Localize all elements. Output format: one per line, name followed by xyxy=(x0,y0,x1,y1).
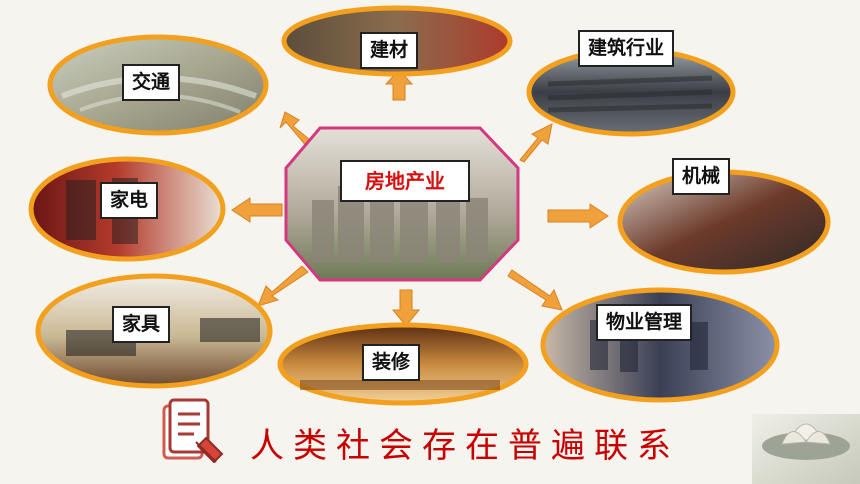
node-label-building-materials: 建材 xyxy=(360,32,419,69)
node-label-decoration: 装修 xyxy=(362,344,421,381)
arrow-to-construction xyxy=(519,123,553,163)
arrow-to-machinery xyxy=(547,203,609,229)
node-label-property-management: 物业管理 xyxy=(596,304,693,341)
caption: 人类社会存在普遍联系 xyxy=(250,426,680,466)
arrow-to-furniture xyxy=(257,265,309,307)
center-octagon xyxy=(284,126,520,282)
node-label-appliances: 家电 xyxy=(100,182,159,219)
node-label-furniture: 家具 xyxy=(112,306,171,343)
node-label-machinery: 机械 xyxy=(672,158,731,195)
node-label-transport: 交通 xyxy=(122,64,181,101)
arrow-to-appliances xyxy=(231,197,283,223)
arrow-to-building-materials xyxy=(384,69,414,101)
node-label-construction: 建筑行业 xyxy=(578,30,675,67)
arrows xyxy=(231,69,609,327)
arrow-to-property-management xyxy=(507,269,563,311)
center-label: 房地产业 xyxy=(340,160,470,202)
document-pin-icon xyxy=(162,398,224,464)
lotus-decoration xyxy=(752,414,860,484)
arrow-to-decoration xyxy=(391,289,421,327)
